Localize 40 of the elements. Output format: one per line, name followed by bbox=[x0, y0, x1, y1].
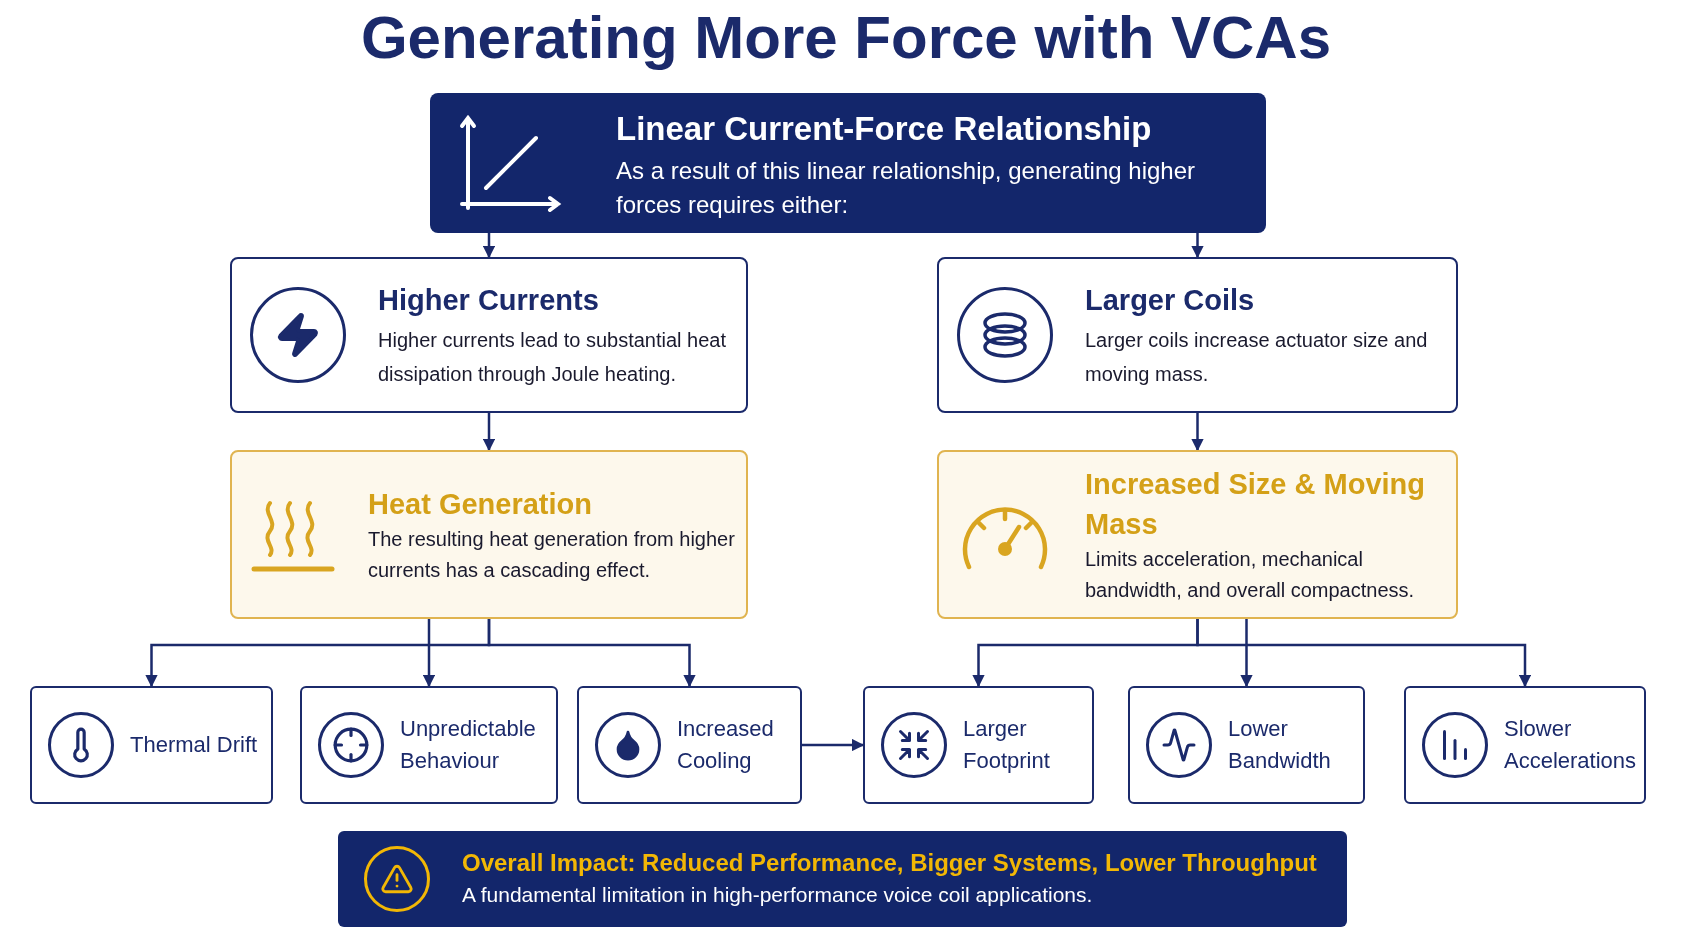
arrow bbox=[482, 233, 496, 259]
description: Higher currents lead to substantial heat dissipation through Joule heating. bbox=[378, 327, 727, 387]
description: The resulting heat generation from higher currents has a cascading effect. bbox=[368, 526, 736, 583]
heading: Increased Cooling bbox=[677, 715, 775, 775]
heading: Higher Currents bbox=[378, 283, 600, 319]
arrow bbox=[422, 619, 436, 688]
arrow bbox=[802, 738, 865, 752]
effect-box bbox=[1404, 686, 1646, 804]
heading: Lower Bandwidth bbox=[1228, 715, 1332, 775]
description: A fundamental limitation in high-performance voice coil applications. bbox=[462, 882, 1094, 908]
process-box bbox=[937, 257, 1458, 413]
description: As a result of this linear relationship, generating higher forces requires either: bbox=[616, 155, 1196, 220]
heading: Unpredictable Behaviour bbox=[400, 715, 537, 775]
effect-box bbox=[1128, 686, 1365, 804]
consequence-box bbox=[230, 450, 748, 619]
heading: Slower Accelerations bbox=[1504, 715, 1638, 775]
arrow bbox=[482, 413, 496, 452]
heading: Increased Size & Moving Mass bbox=[1085, 466, 1427, 542]
effect-box bbox=[577, 686, 802, 804]
process-box bbox=[230, 257, 748, 413]
arrow bbox=[1196, 619, 1532, 688]
heading: Overall Impact: Reduced Performance, Bigger Systems, Lower Throughput bbox=[462, 848, 1317, 878]
impact-banner bbox=[338, 831, 1347, 927]
effect-box bbox=[863, 686, 1094, 804]
arrow bbox=[1191, 413, 1204, 452]
heading: Larger Footprint bbox=[963, 715, 1051, 775]
heading: Heat Generation bbox=[368, 486, 593, 522]
heading: Linear Current-Force Relationship bbox=[616, 109, 1153, 150]
effect-box bbox=[30, 686, 273, 804]
title-box bbox=[430, 93, 1266, 233]
effect-box bbox=[300, 686, 558, 804]
description: Limits acceleration, mechanical bandwidth, and overall compactness. bbox=[1085, 546, 1416, 603]
consequence-box bbox=[937, 450, 1458, 619]
description: Larger coils increase actuator size and moving mass. bbox=[1085, 327, 1429, 387]
arrow bbox=[487, 619, 696, 688]
arrow bbox=[1191, 233, 1204, 259]
diagram-title: Generating More Force with VCAs bbox=[359, 3, 1333, 73]
heading: Larger Coils bbox=[1085, 283, 1256, 319]
heading: Thermal Drift bbox=[130, 731, 258, 759]
arrow bbox=[1240, 619, 1253, 688]
